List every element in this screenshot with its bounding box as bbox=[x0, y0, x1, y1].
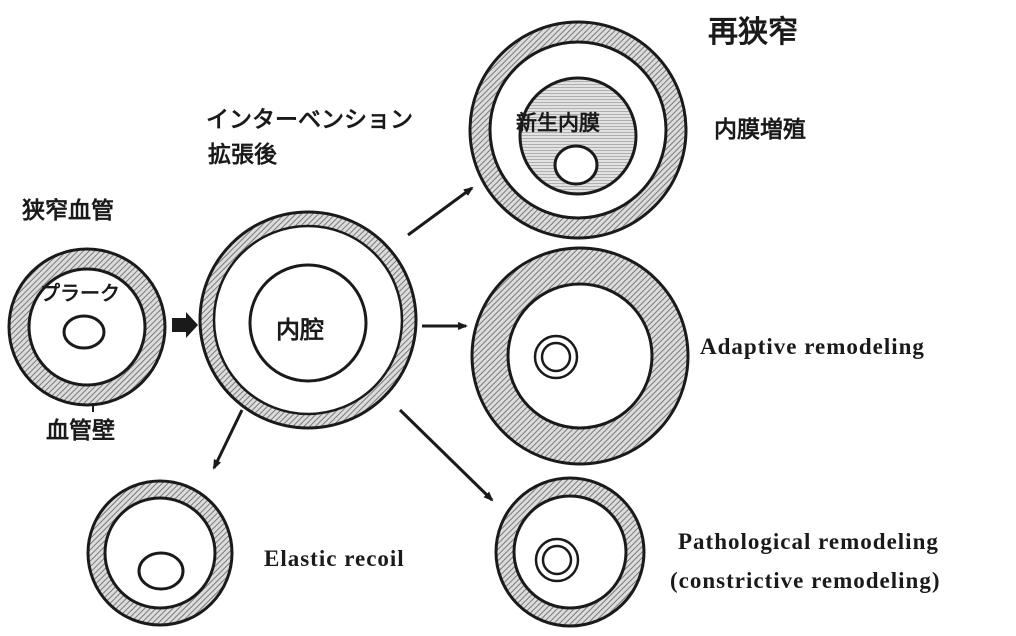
arrow-to-pathological bbox=[398, 408, 494, 502]
adaptive-remodeling-vessel bbox=[470, 246, 690, 466]
label-lumen: 内腔 bbox=[276, 316, 324, 344]
label-plaque: プラーク bbox=[40, 281, 120, 305]
adaptive-inner-ring bbox=[506, 282, 654, 430]
post-intervention-lumen bbox=[248, 263, 368, 383]
post-intervention-vessel bbox=[198, 210, 418, 430]
label-constrictive-remodeling: (constrictive remodeling) bbox=[670, 568, 940, 593]
progress-arrow bbox=[172, 312, 198, 338]
adaptive-lumen-inner bbox=[540, 341, 572, 373]
title-restenosis: 再狭窄 bbox=[708, 15, 798, 50]
label-elastic-recoil: Elastic recoil bbox=[264, 546, 405, 571]
label-intervention: インターベンション bbox=[206, 107, 413, 133]
stenotic-lumen bbox=[62, 314, 106, 350]
label-stenotic-vessel: 狭窄血管 bbox=[21, 197, 114, 224]
elastic-recoil-vessel bbox=[86, 479, 234, 627]
arrow-to-elastic-recoil bbox=[212, 409, 244, 470]
label-adaptive-remodeling: Adaptive remodeling bbox=[700, 334, 925, 359]
pathological-lumen-inner bbox=[541, 544, 573, 576]
arrow-to-restenosis bbox=[407, 186, 474, 237]
label-pathological-remodeling: Pathological remodeling bbox=[678, 529, 939, 554]
label-intimal-hyperplasia: 内膜増殖 bbox=[714, 116, 806, 143]
neointima-region bbox=[518, 76, 638, 196]
pathological-remodeling-vessel bbox=[494, 476, 646, 628]
label-neointima: 新生内膜 bbox=[516, 111, 600, 135]
restenosis-vessel bbox=[468, 20, 688, 240]
restenosis-lumen bbox=[553, 144, 599, 186]
label-vessel-wall: 血管壁 bbox=[46, 417, 115, 444]
label-post-dilation: 拡張後 bbox=[208, 141, 278, 168]
stenotic-vessel bbox=[7, 247, 167, 407]
elastic-recoil-lumen bbox=[137, 551, 185, 591]
